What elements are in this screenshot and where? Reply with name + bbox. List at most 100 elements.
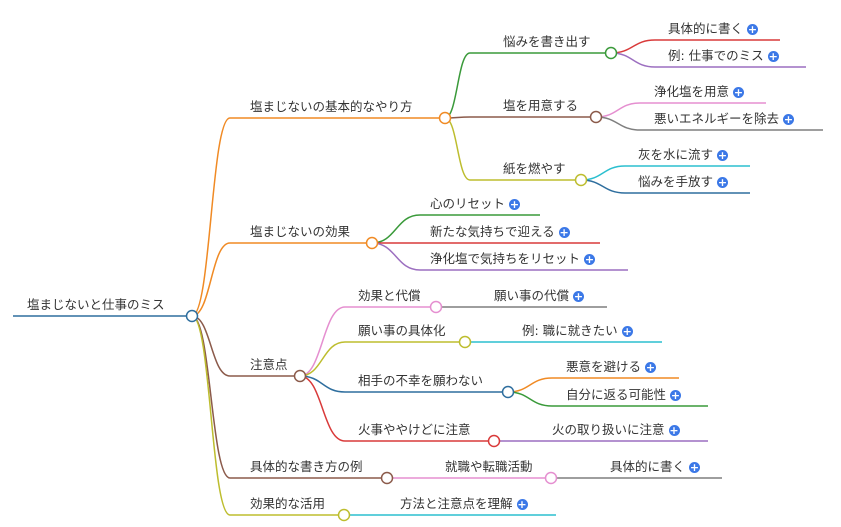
leaf-topic-node[interactable]: 例: 仕事でのミス+ — [668, 48, 779, 64]
topic-node[interactable]: 具体的な書き方の例 — [250, 459, 363, 475]
leaf-topic-node[interactable]: 心のリセット+ — [430, 196, 521, 212]
collapse-toggle-circle[interactable] — [604, 46, 618, 60]
collapse-toggle-circle[interactable] — [458, 335, 472, 349]
node-label: 悩みを手放す — [638, 174, 714, 189]
branch-connector — [299, 375, 346, 442]
node-label: 悪いエネルギーを除去 — [654, 111, 780, 126]
plus-circle-icon[interactable]: + — [645, 360, 657, 374]
collapse-toggle-circle[interactable] — [501, 385, 515, 399]
branch-connector — [507, 391, 553, 407]
node-label: 具体的に書く — [610, 459, 686, 474]
node-label: 相手の不幸を願わない — [358, 373, 484, 388]
topic-node[interactable]: 塩を用意する — [503, 98, 578, 114]
leaf-topic-node[interactable]: 例: 職に就きたい+ — [522, 323, 633, 339]
plus-circle-icon[interactable]: + — [668, 423, 680, 437]
branch-connector — [444, 52, 471, 119]
leaf-topic-node[interactable]: 悪いエネルギーを除去+ — [654, 111, 795, 127]
leaf-topic-node[interactable]: 浄化塩で気持ちをリセット+ — [430, 251, 596, 267]
leaf-topic-node[interactable]: 悪意を避ける+ — [566, 359, 657, 375]
topic-node[interactable]: 塩まじないと仕事のミス — [27, 297, 165, 313]
leaf-topic-node[interactable]: 浄化塩を用意+ — [654, 84, 745, 100]
topic-node[interactable]: 効果と代償 — [358, 288, 421, 304]
collapse-toggle-circle[interactable] — [365, 236, 379, 250]
topic-node[interactable]: 火事ややけどに注意 — [358, 422, 471, 438]
topic-node[interactable]: 注意点 — [250, 357, 288, 373]
node-label: 心のリセット — [430, 196, 506, 211]
branch-connector — [610, 52, 656, 68]
node-label: 悩みを書き出す — [503, 34, 591, 49]
topic-node[interactable]: 相手の不幸を願わない — [358, 373, 483, 389]
node-label: 具体的な書き方の例 — [250, 459, 363, 474]
plus-circle-icon[interactable]: + — [573, 289, 585, 303]
plus-circle-icon[interactable]: + — [516, 497, 528, 511]
branch-connector — [610, 39, 656, 54]
branch-connector — [299, 341, 346, 377]
node-label: 紙を燃やす — [503, 161, 566, 176]
collapse-toggle-circle[interactable] — [589, 110, 603, 124]
plus-circle-icon[interactable]: + — [717, 175, 729, 189]
leaf-topic-node[interactable]: 火の取り扱いに注意+ — [552, 422, 680, 438]
leaf-topic-node[interactable]: 新たな気持ちで迎える+ — [430, 224, 570, 240]
topic-node[interactable]: 効果的な活用 — [250, 496, 325, 512]
collapse-toggle-circle[interactable] — [337, 508, 351, 522]
branch-connector — [191, 315, 231, 516]
collapse-toggle-circle[interactable] — [574, 173, 588, 187]
plus-circle-icon[interactable]: + — [783, 112, 795, 126]
leaf-topic-node[interactable]: 具体的に書く+ — [610, 459, 701, 475]
node-label: 新たな気持ちで迎える — [430, 224, 555, 239]
branch-connector — [191, 315, 231, 479]
collapse-toggle-circle[interactable] — [429, 300, 443, 314]
node-label: 自分に返る可能性 — [566, 387, 667, 402]
plus-circle-icon[interactable]: + — [717, 148, 729, 162]
leaf-topic-node[interactable]: 願い事の代償+ — [494, 288, 585, 304]
collapse-toggle-circle[interactable] — [438, 111, 452, 125]
plus-circle-icon[interactable]: + — [621, 324, 633, 338]
topic-node[interactable]: 紙を燃やす — [503, 161, 566, 177]
node-label: 効果的な活用 — [250, 496, 326, 511]
collapse-toggle-circle[interactable] — [487, 434, 501, 448]
collapse-toggle-circle[interactable] — [380, 471, 394, 485]
plus-circle-icon[interactable]: + — [747, 22, 759, 36]
node-label: 例: 職に就きたい — [522, 323, 618, 338]
plus-circle-icon[interactable]: + — [584, 252, 596, 266]
branch-connector — [371, 214, 421, 244]
leaf-topic-node[interactable]: 方法と注意点を理解+ — [400, 496, 528, 512]
topic-node[interactable]: 願い事の具体化 — [358, 323, 446, 339]
plus-circle-icon[interactable]: + — [767, 49, 779, 63]
branch-connector — [191, 117, 231, 317]
branch-connector — [371, 242, 421, 271]
topic-node[interactable]: 塩まじないの効果 — [250, 224, 350, 240]
collapse-toggle-circle[interactable] — [544, 471, 558, 485]
node-label: 火事ややけどに注意 — [358, 422, 471, 437]
topic-node[interactable]: 就職や転職活動 — [445, 459, 533, 475]
leaf-topic-node[interactable]: 具体的に書く+ — [668, 21, 759, 37]
branch-connector — [191, 242, 231, 317]
node-label: 例: 仕事でのミス — [668, 48, 764, 63]
plus-circle-icon[interactable]: + — [689, 460, 701, 474]
branch-connector — [595, 116, 641, 131]
leaf-topic-node[interactable]: 悩みを手放す+ — [638, 174, 729, 190]
collapse-toggle-circle[interactable] — [185, 309, 199, 323]
node-label: 火の取り扱いに注意 — [552, 422, 665, 437]
branch-connector — [507, 377, 553, 393]
node-label: 塩まじないの効果 — [250, 224, 351, 239]
node-label: 塩を用意する — [503, 98, 579, 113]
branch-connector — [580, 165, 626, 181]
plus-circle-icon[interactable]: + — [509, 197, 521, 211]
node-label: 具体的に書く — [668, 21, 744, 36]
node-label: 灰を水に流す — [638, 147, 714, 162]
branch-connector — [444, 117, 471, 181]
plus-circle-icon[interactable]: + — [558, 225, 570, 239]
plus-circle-icon[interactable]: + — [733, 85, 745, 99]
collapse-toggle-circle[interactable] — [293, 369, 307, 383]
topic-node[interactable]: 塩まじないの基本的なやり方 — [250, 99, 413, 115]
leaf-topic-node[interactable]: 灰を水に流す+ — [638, 147, 729, 163]
leaf-topic-node[interactable]: 自分に返る可能性+ — [566, 387, 682, 403]
topic-node[interactable]: 悩みを書き出す — [503, 34, 591, 50]
node-label: 注意点 — [250, 357, 288, 372]
plus-circle-icon[interactable]: + — [670, 388, 682, 402]
node-label: 浄化塩で気持ちをリセット — [430, 251, 581, 266]
node-label: 塩まじないの基本的なやり方 — [250, 99, 413, 114]
